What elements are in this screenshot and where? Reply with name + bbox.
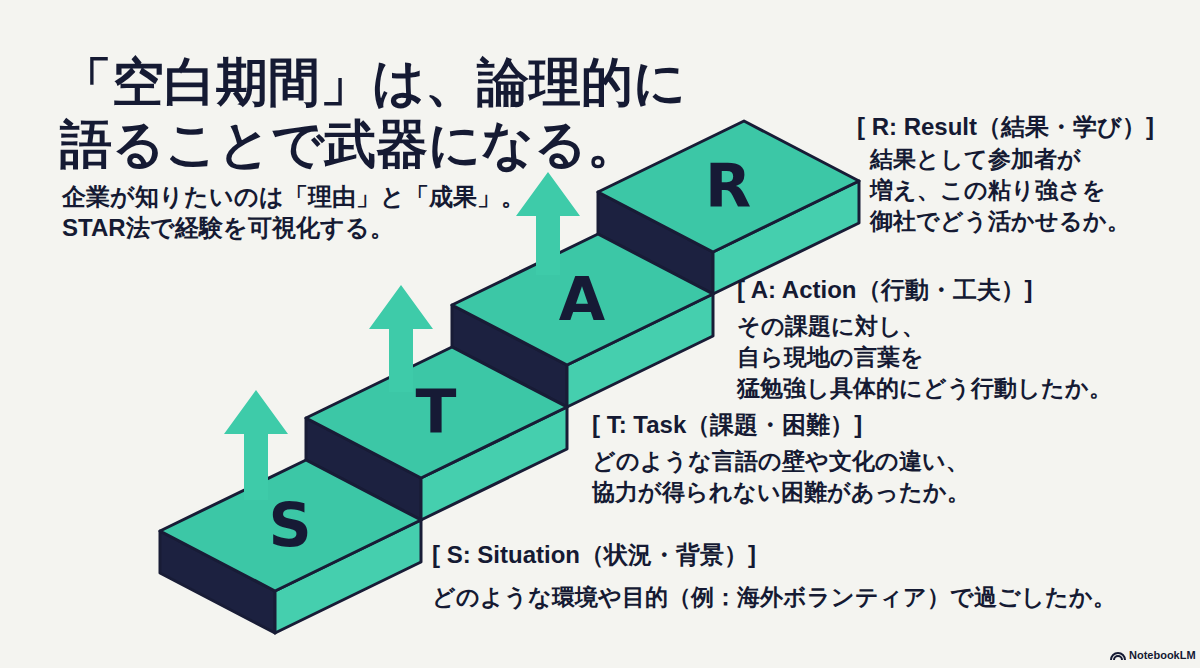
step-letter: T — [416, 382, 457, 442]
watermark: NotebookLM — [1129, 648, 1196, 662]
step-letter: R — [705, 156, 751, 216]
logo-icon — [1111, 653, 1125, 660]
logo-icon — [1114, 656, 1122, 660]
step-heading: [ A: Action（行動・工夫）] — [737, 275, 1033, 305]
step-heading: [ R: Result（結果・学び）] — [857, 112, 1154, 142]
step-letter: S — [268, 495, 311, 555]
step-letter: A — [559, 269, 605, 329]
step-block: S — [160, 460, 421, 633]
step-description: 結果として参加者が 増え、この粘り強さを 御社でどう活かせるか。 — [870, 144, 1130, 237]
step-heading: [ S: Situation（状況・背景）] — [432, 540, 756, 570]
title: 「空白期間」は、論理的に 語ることで武器になる。 — [60, 51, 700, 175]
step-description: どのような言語の壁や文化の違い、 協力が得られない困難があったか。 — [592, 446, 967, 508]
up-arrow — [224, 390, 288, 500]
subtitle: 企業が知りたいのは「理由」と「成果」。 STAR法で経験を可視化する。 — [62, 181, 528, 243]
step-heading: [ T: Task（課題・困難）] — [592, 410, 862, 440]
step-description: どのような環境や目的（例：海外ボランティア）で過ごしたか。 — [432, 582, 1116, 612]
step-description: その課題に対し、自ら現地の言葉を 猛勉強し具体的にどう行動したか。 — [737, 311, 1112, 404]
up-arrow — [516, 172, 580, 275]
up-arrow — [369, 285, 433, 392]
